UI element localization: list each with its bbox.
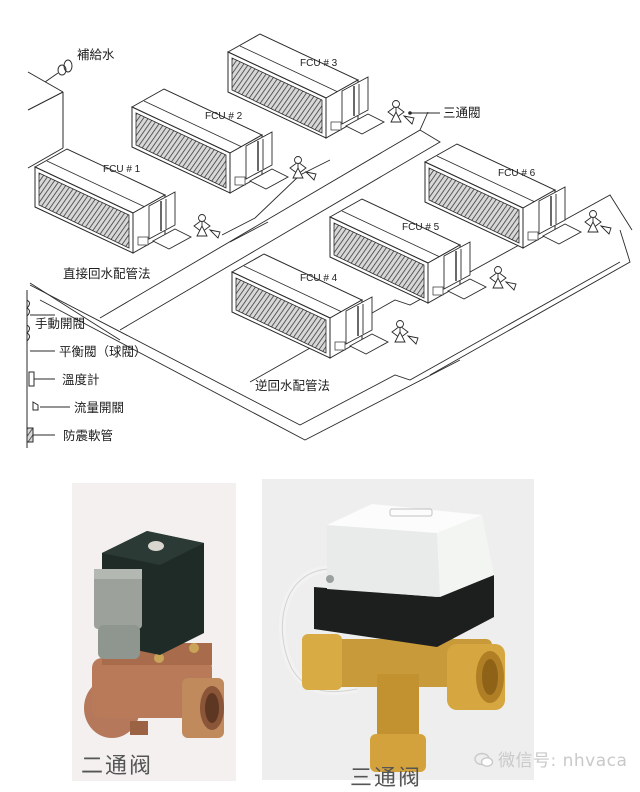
two-way-valve-caption: 二通阀 [81, 754, 154, 779]
three-way-valve-illustration [278, 504, 505, 772]
wechat-icon [474, 752, 494, 767]
fcu-label-1: FCU # 1 [103, 164, 141, 175]
makeup-tank [27, 59, 73, 169]
watermark: 微信号: nhvaca [474, 746, 627, 771]
reverse-return-label: 逆回水配管法 [255, 378, 331, 393]
fcu-unit-3 [227, 33, 385, 139]
three-way-valve-caption: 三通阀 [350, 766, 423, 791]
legend-thermometer: 溫度計 [62, 372, 100, 387]
fcu-label-2: FCU # 2 [205, 111, 243, 122]
three-way-valve-5 [489, 266, 517, 291]
three-way-valve-2 [289, 156, 317, 181]
three-way-valve-6 [584, 210, 612, 235]
legend-flex-hose: 防震軟管 [63, 428, 114, 443]
two-way-valve-photo [72, 483, 236, 781]
legend-arrows [30, 314, 70, 436]
fcu-label-4: FCU # 4 [300, 273, 338, 284]
fcu-piping-diagram [26, 33, 633, 448]
three-way-valve-label: 三通閥 [443, 105, 481, 120]
legend-flow-switch: 流量開關 [74, 400, 125, 415]
makeup-water-label: 補給水 [77, 47, 115, 62]
fcu-label-3: FCU # 3 [300, 58, 338, 69]
two-way-valve-illustration [84, 531, 224, 738]
riser [26, 290, 39, 448]
direct-return-piping [29, 111, 441, 341]
three-way-valve-photo [262, 479, 534, 780]
fcu-label-6: FCU # 6 [498, 168, 536, 179]
three-way-valve-4 [391, 320, 419, 345]
legend-manual-valve: 手動開閥 [35, 316, 86, 331]
fcu-label-5: FCU # 5 [402, 222, 440, 233]
direct-return-label: 直接回水配管法 [63, 266, 151, 281]
three-way-valve-1 [193, 214, 221, 239]
fcu-unit-6 [424, 143, 582, 249]
watermark-text: 微信号: nhvaca [498, 751, 628, 771]
legend-balance-valve: 平衡閥（球閥） [59, 344, 147, 359]
